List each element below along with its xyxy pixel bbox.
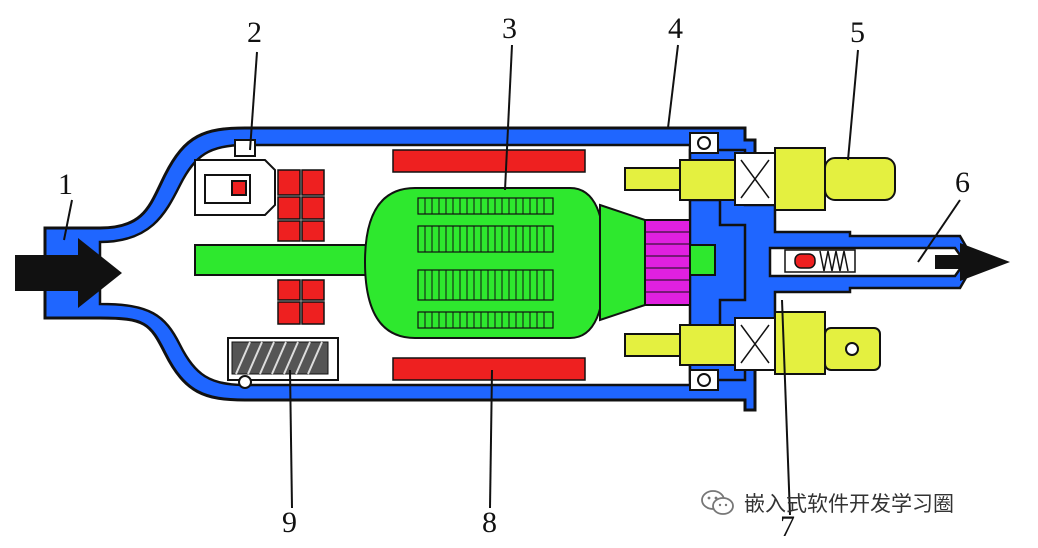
impeller-block	[277, 220, 301, 242]
leader-4	[667, 44, 679, 129]
check-valve-ball	[794, 253, 816, 269]
armature-winding-lines	[424, 198, 545, 328]
armature-end-cone	[599, 203, 646, 322]
callout-label-4: 4	[668, 12, 683, 45]
leader-1	[63, 199, 73, 241]
permanent-magnets	[392, 149, 586, 381]
check-valve	[784, 249, 856, 273]
leader-2	[249, 51, 258, 151]
armature	[363, 187, 646, 339]
connector-top	[624, 132, 896, 211]
leader-7	[781, 299, 791, 516]
check-valve-spring	[819, 250, 849, 272]
leader-3	[504, 44, 513, 191]
pump-impeller	[277, 169, 325, 325]
impeller-block	[277, 196, 301, 220]
watermark-text: 嵌入式软件开发学习圈	[744, 492, 954, 516]
connector-bottom	[624, 311, 881, 391]
relief-valve-ball	[231, 180, 247, 196]
callout-label-2: 2	[247, 16, 262, 49]
commutator	[644, 219, 691, 306]
callout-leader-lines	[63, 44, 961, 516]
outlet-flow-arrow	[935, 243, 1010, 281]
callout-label-8: 8	[482, 506, 497, 539]
callout-label-5: 5	[850, 16, 865, 49]
leader-9	[289, 369, 293, 509]
electrical-connectors	[624, 132, 896, 391]
impeller-block	[277, 301, 301, 325]
callout-label-1: 1	[58, 168, 73, 201]
magnet-bottom	[392, 357, 586, 381]
leader-6	[917, 199, 961, 263]
leader-5	[847, 49, 859, 161]
watermark: 嵌入式软件开发学习圈	[700, 488, 954, 518]
callout-label-6: 6	[955, 166, 970, 199]
commutator-body	[644, 219, 691, 306]
callout-label-3: 3	[502, 12, 517, 45]
outlet-arrow-shaft	[935, 255, 965, 269]
impeller-block	[301, 279, 325, 301]
inlet-flow-arrow	[15, 238, 122, 308]
wechat-icon	[701, 490, 734, 515]
impeller-block	[301, 301, 325, 325]
callout-label-9: 9	[282, 506, 297, 539]
impeller-block	[301, 220, 325, 242]
impeller-block	[301, 196, 325, 220]
outlet-arrow-head	[960, 243, 1010, 281]
spring-bolt	[238, 375, 252, 389]
pump-spring	[227, 337, 339, 389]
magnet-top	[392, 149, 586, 173]
leader-8	[489, 369, 493, 509]
relief-valve-cap	[234, 139, 256, 157]
spring-coil-hatch	[235, 341, 323, 375]
callout-label-7: 7	[780, 510, 795, 543]
impeller-block	[277, 169, 301, 196]
impeller-block	[301, 169, 325, 196]
commutator-segments	[645, 231, 690, 293]
impeller-block	[277, 279, 301, 301]
